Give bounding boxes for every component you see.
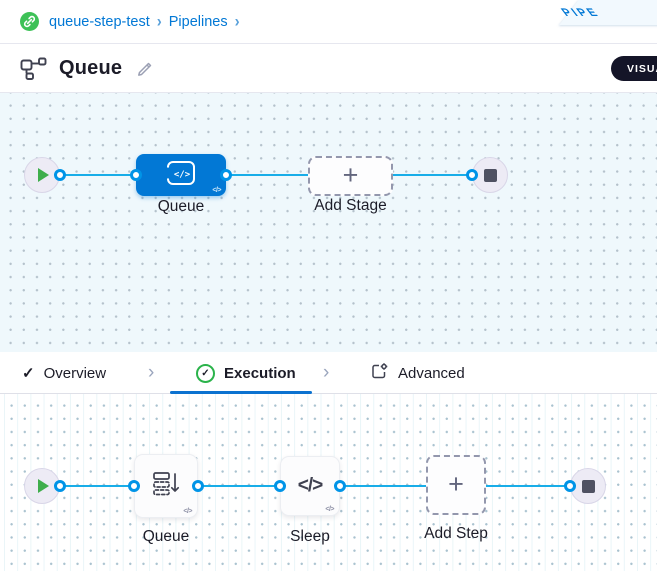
check-circle-icon: ✓ — [196, 363, 215, 383]
step-sleep-label: Sleep — [290, 528, 330, 545]
project-link-icon — [20, 12, 39, 31]
edge-sleep-to-addstep — [340, 485, 426, 487]
edge-addstage-to-end — [393, 174, 472, 176]
active-tab-underline — [170, 391, 312, 394]
custom-stage-icon: </> — [162, 159, 199, 192]
connector-port[interactable] — [130, 169, 142, 181]
stage-label: Queue — [157, 198, 205, 215]
tab-advanced[interactable]: Advanced — [370, 352, 465, 394]
edge-start-to-stage — [60, 174, 136, 176]
step-code-badge-icon: </> — [183, 508, 192, 515]
pipeline-studio-ribbon-label: PIPE — [558, 6, 603, 19]
connector-port[interactable] — [220, 169, 232, 181]
stage-config-tabs: ✓ Overview › ✓ Execution › Advanced — [0, 352, 657, 394]
pipeline-title: Queue — [59, 56, 123, 79]
connector-port[interactable] — [54, 169, 66, 181]
breadcrumb-project-link[interactable]: queue-step-test — [49, 13, 150, 30]
add-step-label: Add Step — [424, 525, 488, 542]
queue-step-icon — [151, 470, 181, 503]
edge-stage-to-addstage — [226, 174, 308, 176]
breadcrumb-separator: › — [234, 12, 240, 31]
step-node-queue[interactable]: </> — [134, 454, 198, 518]
connector-port[interactable] — [54, 480, 66, 492]
stage-graph-canvas[interactable]: </> </> Queue + Add Stage — [0, 93, 657, 352]
visual-yaml-toggle[interactable]: VISUAL — [611, 56, 657, 81]
chevron-right-icon: › — [323, 362, 330, 383]
edit-pencil-icon[interactable] — [136, 59, 155, 78]
check-icon: ✓ — [201, 367, 210, 379]
tab-execution[interactable]: ✓ Execution — [196, 352, 296, 394]
chevron-right-icon: › — [148, 362, 155, 383]
connector-port[interactable] — [274, 480, 286, 492]
edge-addstep-to-end — [486, 485, 570, 487]
edge-queue-to-sleep — [198, 485, 280, 487]
add-stage-label: Add Stage — [314, 197, 387, 214]
breadcrumb-pipelines-link[interactable]: Pipelines — [168, 13, 228, 30]
visual-toggle-label: VISUAL — [627, 62, 657, 75]
breadcrumb-bar: queue-step-test › Pipelines › PIPE — [0, 0, 657, 44]
stage-node-queue[interactable]: </> </> — [136, 154, 226, 196]
plus-icon: + — [448, 468, 464, 499]
step-code-badge-icon: </> — [325, 506, 334, 513]
breadcrumb-separator: › — [156, 12, 162, 31]
connector-port[interactable] — [564, 480, 576, 492]
tab-execution-label: Execution — [224, 364, 296, 382]
tab-advanced-label: Advanced — [398, 364, 465, 382]
execution-graph-canvas[interactable]: </> Queue </> </> Sleep + Add Step — [0, 394, 657, 571]
play-icon — [38, 168, 49, 182]
tab-overview-label: Overview — [43, 364, 107, 382]
stage-code-badge-icon: </> — [212, 187, 221, 194]
tab-overview[interactable]: ✓ Overview — [22, 352, 106, 394]
step-queue-label: Queue — [142, 528, 190, 545]
pipeline-title-bar: Queue VISUAL — [0, 44, 657, 93]
connector-port[interactable] — [192, 480, 204, 492]
connector-port[interactable] — [128, 480, 140, 492]
pipeline-end-node[interactable] — [472, 157, 508, 193]
advanced-settings-icon — [370, 362, 389, 385]
breadcrumb: queue-step-test › Pipelines › — [20, 12, 240, 31]
play-icon — [38, 479, 49, 493]
check-icon: ✓ — [22, 365, 35, 382]
step-node-sleep[interactable]: </> </> — [280, 456, 340, 516]
connector-port[interactable] — [334, 480, 346, 492]
stop-icon — [581, 479, 595, 493]
stop-icon — [483, 168, 497, 182]
svg-text:</>: </> — [174, 170, 191, 180]
add-step-button[interactable]: + — [426, 455, 486, 515]
plus-icon: + — [342, 159, 359, 190]
sleep-step-icon: </> — [297, 475, 324, 496]
add-stage-button[interactable]: + — [308, 156, 393, 196]
connector-port[interactable] — [466, 169, 478, 181]
pipeline-icon — [20, 57, 47, 80]
edge-start-to-queue — [60, 485, 134, 487]
